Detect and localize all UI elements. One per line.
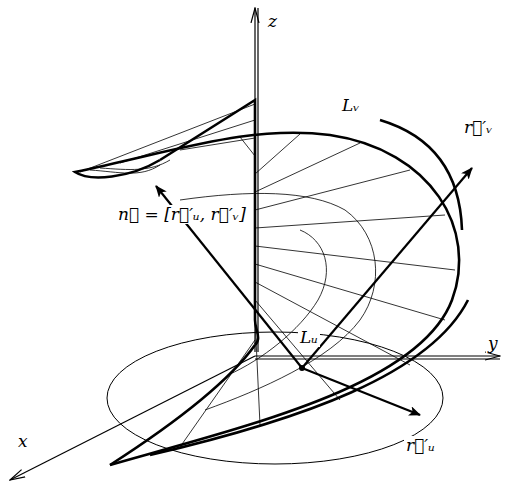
rulings	[80, 104, 455, 447]
vector-label: r⃗′ᵥ	[462, 118, 495, 137]
point	[299, 365, 305, 371]
vector-label: r⃗′ᵤ	[404, 436, 437, 455]
base-ellipse	[107, 332, 443, 464]
axis-label: x	[16, 432, 30, 451]
surface-edge	[75, 100, 468, 465]
normal-formula: n⃗ = [r⃗′ᵤ, r⃗′ᵥ]	[116, 205, 248, 224]
curve-label: Lᵤ	[298, 328, 320, 347]
axis-label: y	[486, 334, 500, 353]
axis-label: z	[266, 12, 279, 31]
curve-label: Lᵥ	[340, 96, 362, 115]
axes	[10, 8, 500, 480]
